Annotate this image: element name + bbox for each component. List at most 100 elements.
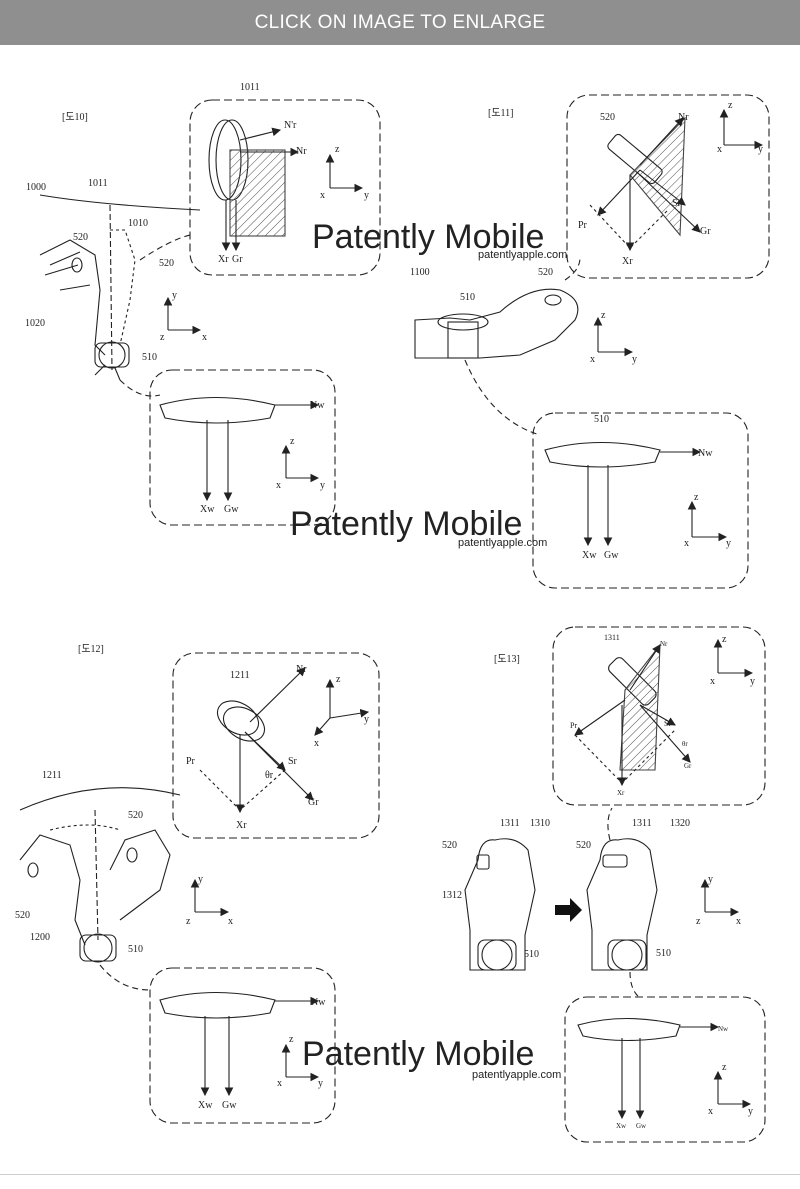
fig12-vec-nr: Nr xyxy=(296,664,307,675)
fig13-label-520b: 520 xyxy=(576,840,591,851)
fig10-axis-z: z xyxy=(335,144,340,155)
fig13-vec-xw: Xw xyxy=(616,1122,627,1130)
fig13-vec-nr: Nr xyxy=(660,640,668,648)
fig12-axis-x: x xyxy=(314,738,319,749)
enlarge-banner-label: CLICK ON IMAGE TO ENLARGE xyxy=(254,11,546,33)
fig10-vec-nr-prime: N'r xyxy=(284,120,297,131)
fig11-axis-y: y xyxy=(758,144,763,155)
fig13-label-1312: 1312 xyxy=(442,890,462,901)
fig12-vec-pr: Pr xyxy=(186,756,196,767)
fig12-label-1200: 1200 xyxy=(30,932,50,943)
watermark-brand-3: Patently Mobile xyxy=(302,1035,534,1073)
fig13-vec-gw: Gw xyxy=(636,1122,647,1130)
fig13-vec-gr: Gr xyxy=(684,762,692,770)
fig10-title: [도10] xyxy=(62,112,88,123)
fig10-vec-gw: Gw xyxy=(224,504,239,515)
watermarks: Patently Mobile patentlyapple.com Patent… xyxy=(290,218,567,1081)
fig11-label-510-zoom: 510 xyxy=(594,414,609,425)
fig12-vec-theta: θr xyxy=(265,770,274,781)
fig11-label-1100: 1100 xyxy=(410,267,430,278)
fig11-axis-x: x xyxy=(717,144,722,155)
fig13-watch-side xyxy=(577,1018,681,1042)
fig13-label-510a: 510 xyxy=(524,949,539,960)
fig10-label-1011: 1011 xyxy=(88,178,108,189)
fig12-vec-gr: Gr xyxy=(308,797,319,808)
patent-figure-sheet[interactable]: [도10] 1011 1000 1011 1010 520 520 1020 5… xyxy=(0,45,800,1184)
fig11-label-510: 510 xyxy=(460,292,475,303)
fig10-vec-xw: Xw xyxy=(200,504,215,515)
fig13-ring-zoom-box xyxy=(552,626,766,806)
fig11-axis-z2: z xyxy=(601,310,606,321)
fig13-vec-sr: Sr xyxy=(664,719,671,728)
fig11-vec-gr: Gr xyxy=(700,226,711,237)
fig12-vec-xw: Xw xyxy=(198,1100,213,1111)
fig10-label-1020: 1020 xyxy=(25,318,45,329)
fig11-axis-y2: y xyxy=(632,354,637,365)
fig11-vec-xr: Xr xyxy=(622,256,633,267)
fig13-ring-a xyxy=(476,854,490,870)
fig12-label-510: 510 xyxy=(128,944,143,955)
fig12-axis-y3: y xyxy=(318,1078,323,1089)
fig11-vec-pr: Pr xyxy=(578,220,588,231)
fig10-axis-y: y xyxy=(364,190,369,201)
fig10-axis-z3: z xyxy=(290,436,295,447)
fig12-hand-right xyxy=(109,829,171,921)
enlarge-banner[interactable]: CLICK ON IMAGE TO ENLARGE xyxy=(0,0,800,45)
fig11-axis-z: z xyxy=(728,100,733,111)
fig13-axis-y3: y xyxy=(748,1106,753,1117)
fig11-watch-band xyxy=(447,321,479,359)
watermark-site-2: patentlyapple.com xyxy=(458,537,547,549)
fig11-watch-side xyxy=(544,442,661,468)
fig13-label-520a: 520 xyxy=(442,840,457,851)
fig10-watch-side xyxy=(159,397,276,424)
fig12-axis-y: y xyxy=(364,714,369,725)
fig12-axis-z: z xyxy=(336,674,341,685)
fig10-label-1010: 1010 xyxy=(128,218,148,229)
fig12-axis-x3: x xyxy=(277,1078,282,1089)
fig10-label-520: 520 xyxy=(73,232,88,243)
fig13-label-1310: 1310 xyxy=(530,818,550,829)
fig12-vec-xr: Xr xyxy=(236,820,247,831)
fig13-axis-y2: y xyxy=(708,874,713,885)
fig11-title: [도11] xyxy=(488,108,514,119)
watermark-site-1: patentlyapple.com xyxy=(478,249,567,261)
figure-labels: [도10] 1011 1000 1011 1010 520 520 1020 5… xyxy=(15,82,763,1130)
fig13-title: [도13] xyxy=(494,654,520,665)
figure-13 xyxy=(464,626,766,1143)
fig10-vec-nr: Nr xyxy=(296,146,307,157)
fig13-axis-x2: x xyxy=(736,916,741,927)
fig12-watch-zoom-box xyxy=(149,967,336,1124)
fig13-vec-xr: Xr xyxy=(617,789,625,797)
fig11-axis-y3: y xyxy=(726,538,731,549)
watermark-brand-2: Patently Mobile xyxy=(290,505,522,543)
fig13-label-510b: 510 xyxy=(656,948,671,959)
transition-arrow xyxy=(555,898,582,922)
fig12-label-1211-zoom: 1211 xyxy=(230,670,250,681)
fig10-label-1011-zoom: 1011 xyxy=(240,82,260,93)
fig13-watch-b-face xyxy=(611,939,643,971)
patent-drawings: [도10] 1011 1000 1011 1010 520 520 1020 5… xyxy=(15,82,770,1143)
watermark-brand-1: Patently Mobile xyxy=(312,218,544,256)
fig11-label-520: 520 xyxy=(538,267,553,278)
fig13-label-1320: 1320 xyxy=(670,818,690,829)
figure-12 xyxy=(19,652,380,1124)
fig11-watch-face xyxy=(437,313,489,331)
fig13-axis-x3: x xyxy=(708,1106,713,1117)
fig13-ring-b xyxy=(602,854,628,868)
fig10-axis-x2: x xyxy=(202,332,207,343)
fig13-vec-nw: Nw xyxy=(718,1025,729,1033)
fig13-watch-zoom-box xyxy=(564,996,766,1143)
fig13-vec-pr: Pr xyxy=(570,721,577,730)
fig10-ring-on-finger xyxy=(71,257,83,273)
fig11-watch-zoom-box xyxy=(532,412,749,589)
fig13-axis-x: x xyxy=(710,676,715,687)
fig10-axis-y3: y xyxy=(320,480,325,491)
fig10-axis-x: x xyxy=(320,190,325,201)
fig10-label-510: 510 xyxy=(142,352,157,363)
fig11-axis-x2: x xyxy=(590,354,595,365)
fig13-axis-z2: z xyxy=(696,916,701,927)
fig10-hand xyxy=(39,239,106,356)
fig13-watch-a-face xyxy=(481,939,513,971)
fig10-axis-x3: x xyxy=(276,480,281,491)
fig10-ring-zoom-box xyxy=(189,99,381,276)
